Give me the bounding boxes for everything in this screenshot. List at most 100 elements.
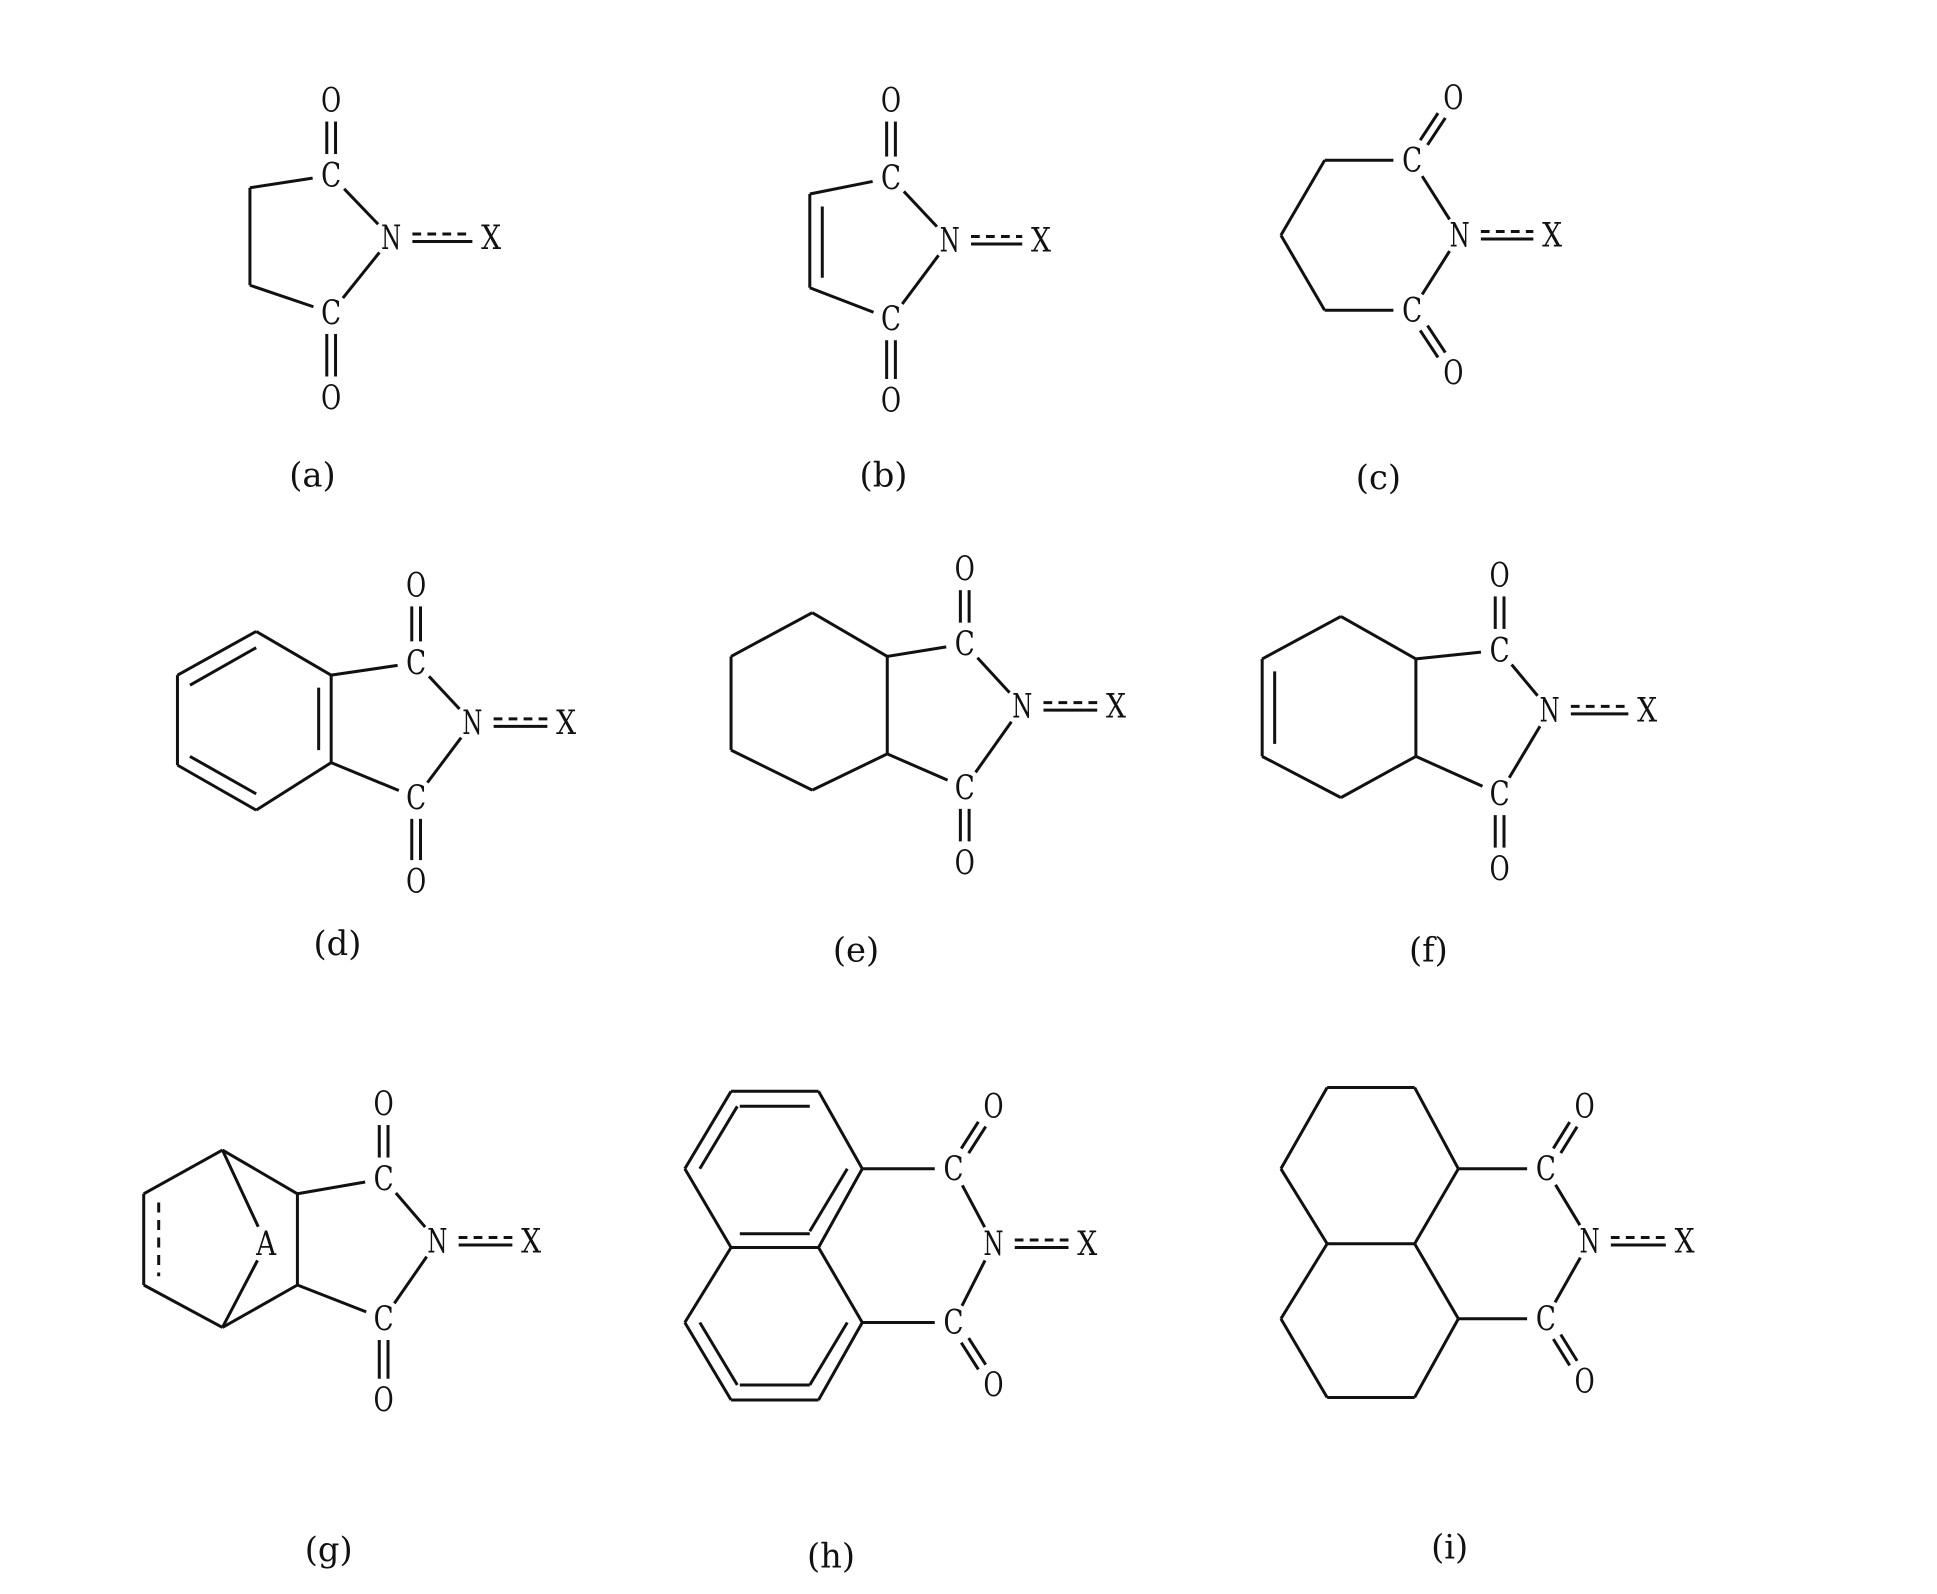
- structure-g: OCNXCOA(g): [144, 1084, 541, 1569]
- structure-label: (i): [1431, 1528, 1468, 1567]
- bond: [902, 255, 938, 304]
- structure-i: OCNXCO(i): [1281, 1087, 1695, 1567]
- bond: [819, 1091, 863, 1168]
- bond: [812, 613, 887, 657]
- bond: [427, 738, 461, 783]
- bond: [1262, 616, 1341, 658]
- bond: [1415, 1169, 1459, 1244]
- bond: [1341, 616, 1416, 658]
- bond: [396, 1193, 425, 1227]
- bond: [904, 191, 937, 226]
- atom-label: C: [955, 768, 975, 807]
- atom-label: C: [321, 156, 341, 195]
- atom-label: N: [1580, 1222, 1600, 1261]
- bond: [256, 631, 331, 675]
- structure-label: (e): [833, 930, 879, 969]
- bond: [887, 647, 946, 657]
- bond: [250, 178, 313, 188]
- atom-label: N: [1540, 690, 1560, 729]
- bond: [1281, 1169, 1327, 1244]
- bond: [1427, 326, 1445, 353]
- atom-label: C: [955, 624, 975, 663]
- bond: [1415, 1088, 1459, 1169]
- structure-label: (h): [807, 1536, 855, 1575]
- atom-label: O: [983, 1365, 1003, 1404]
- bond: [1512, 665, 1538, 696]
- atom-label: N: [427, 1222, 447, 1261]
- bond: [1415, 1319, 1459, 1398]
- bond: [331, 763, 399, 791]
- atom-label: A: [255, 1224, 276, 1263]
- bond: [700, 1106, 737, 1168]
- atom-label: O: [955, 843, 975, 882]
- atom-label: X: [1106, 687, 1126, 726]
- bond: [819, 1248, 863, 1323]
- bond: [1281, 160, 1325, 235]
- bond: [144, 1150, 223, 1194]
- bond: [810, 181, 873, 194]
- structure-c: OCNXCO(c): [1281, 78, 1562, 497]
- structure-h: OCNXCO(h): [685, 1087, 1097, 1576]
- atom-label: X: [1542, 216, 1562, 255]
- bond: [1262, 756, 1341, 797]
- atom-label: C: [374, 1299, 394, 1338]
- atom-label: O: [374, 1084, 394, 1123]
- atom-label: O: [1443, 78, 1463, 117]
- atom-label: X: [1637, 690, 1657, 729]
- structure-e: OCNXCO(e): [731, 549, 1126, 969]
- structure-a: OCNXCO(a): [250, 81, 501, 495]
- atom-label: X: [1031, 221, 1051, 260]
- atom-label: X: [1675, 1222, 1695, 1261]
- atom-label: O: [983, 1087, 1003, 1126]
- atom-label: O: [881, 380, 901, 419]
- atom-label: C: [1402, 290, 1422, 329]
- atom-label: C: [1536, 1299, 1556, 1338]
- bond: [700, 1322, 737, 1384]
- atom-label: O: [1575, 1361, 1595, 1400]
- bond: [1427, 118, 1445, 145]
- atom-label: X: [481, 218, 501, 257]
- atom-label: C: [1402, 141, 1422, 180]
- bond: [343, 252, 380, 298]
- atom-label: O: [1575, 1087, 1595, 1126]
- bond: [977, 658, 1009, 693]
- atom-label: N: [381, 218, 401, 257]
- bond: [1555, 1258, 1580, 1303]
- atom-label: C: [881, 299, 901, 338]
- bond: [731, 750, 812, 790]
- atom-label: C: [321, 293, 341, 332]
- bond: [256, 763, 331, 810]
- atom-label: O: [321, 378, 341, 417]
- bond: [731, 613, 812, 657]
- bond: [810, 1169, 847, 1231]
- bond: [812, 754, 887, 790]
- bond: [1415, 1244, 1459, 1319]
- atom-label: C: [944, 1149, 964, 1188]
- bond: [297, 1285, 366, 1312]
- atom-label: O: [1490, 849, 1510, 888]
- atom-label: C: [1490, 774, 1510, 813]
- atom-label: C: [1490, 630, 1510, 669]
- atom-label: O: [881, 81, 901, 120]
- structure-f: OCNXCO(f): [1262, 555, 1657, 969]
- atom-label: O: [406, 862, 426, 901]
- bond: [1281, 235, 1325, 310]
- bond: [1422, 251, 1449, 294]
- atom-label: O: [321, 81, 341, 120]
- bond: [1281, 1088, 1327, 1169]
- bond: [331, 665, 397, 675]
- atom-label: N: [1450, 216, 1470, 255]
- bond: [190, 648, 256, 685]
- bond: [394, 1257, 426, 1304]
- atom-label: N: [462, 703, 482, 742]
- bond: [1420, 330, 1438, 357]
- atom-label: O: [374, 1380, 394, 1419]
- bond: [887, 754, 947, 780]
- structure-label: (f): [1409, 930, 1448, 969]
- bond: [962, 1260, 985, 1305]
- structure-label: (g): [305, 1530, 353, 1569]
- atom-label: X: [1077, 1224, 1097, 1263]
- structure-label: (a): [289, 455, 335, 494]
